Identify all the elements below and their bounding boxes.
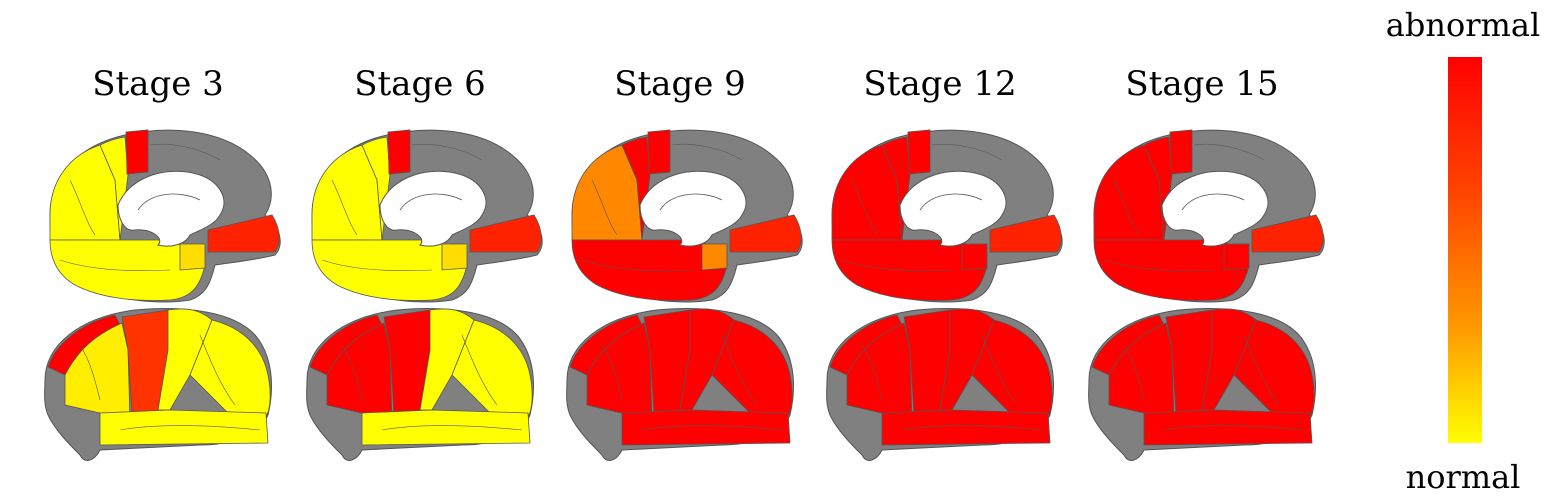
lateral-sulcus-3 xyxy=(901,425,1043,431)
medial-orbitofrontal-region xyxy=(1251,214,1324,253)
lateral-sulcus-2 xyxy=(1243,334,1280,406)
callosum-inner-line xyxy=(659,193,723,211)
medial-hippocampal-region xyxy=(701,243,728,271)
lateral-sulcus-3 xyxy=(641,425,783,431)
corpus-callosum xyxy=(1161,170,1269,247)
medial-orbitofrontal-region xyxy=(207,214,280,253)
lateral-sulcus-2 xyxy=(981,334,1018,406)
lateral-brain-view xyxy=(566,308,794,461)
medial-sulcus-3 xyxy=(581,259,693,271)
stage-title: Stage 3 xyxy=(92,64,224,104)
corpus-callosum xyxy=(379,170,487,247)
lateral-sulcus-1 xyxy=(341,344,363,401)
medial-paracentral-region xyxy=(647,129,671,175)
medial-hippocampal-region xyxy=(961,243,988,271)
medial-sulcus-3 xyxy=(59,259,171,271)
medial-paracentral-region xyxy=(125,129,149,175)
lateral-sulcus-1 xyxy=(861,344,883,401)
corpus-callosum xyxy=(639,170,747,247)
medial-hippocampal-region xyxy=(441,243,468,271)
medial-sulcus-2 xyxy=(411,144,483,161)
lateral-prefrontal-region xyxy=(1108,322,1175,421)
lateral-prefrontal-region xyxy=(586,322,653,421)
medial-hippocampal-region xyxy=(1223,243,1250,271)
lateral-sulcus-3 xyxy=(119,425,261,431)
lateral-brain-view xyxy=(826,308,1054,461)
medial-orbitofrontal-region xyxy=(469,214,542,253)
medial-sulcus-1 xyxy=(851,179,878,236)
medial-brain-view xyxy=(49,129,281,303)
stage-brains xyxy=(566,129,803,461)
stage-brains xyxy=(306,129,543,461)
lateral-brain-view xyxy=(44,308,272,461)
medial-sulcus-2 xyxy=(1193,144,1265,161)
medial-sulcus-1 xyxy=(331,179,358,236)
colorbar xyxy=(1448,57,1482,443)
lateral-prefrontal-region xyxy=(326,322,393,421)
lateral-temporal-region xyxy=(621,409,791,446)
medial-brain-view xyxy=(831,129,1063,303)
medial-sulcus-3 xyxy=(1103,259,1215,271)
stage-brains xyxy=(44,129,281,461)
lateral-prefrontal-region xyxy=(846,322,913,421)
lateral-brain-view xyxy=(306,308,534,461)
medial-orbitofrontal-region xyxy=(729,214,802,253)
lateral-sulcus-2 xyxy=(199,334,236,406)
stage-title: Stage 12 xyxy=(863,64,1017,104)
callosum-inner-line xyxy=(1181,193,1245,211)
callosum-inner-line xyxy=(919,193,983,211)
lateral-sulcus-3 xyxy=(381,425,523,431)
medial-sulcus-3 xyxy=(841,259,953,271)
lateral-sulcus-3 xyxy=(1163,425,1305,431)
lateral-prefrontal-region xyxy=(64,322,131,421)
medial-brain-view xyxy=(571,129,803,303)
lateral-temporal-region xyxy=(99,409,269,446)
colorbar-bottom-label: normal xyxy=(1405,458,1521,496)
lateral-sulcus-2 xyxy=(461,334,498,406)
stage-title: Stage 9 xyxy=(614,64,746,104)
medial-paracentral-region xyxy=(1169,129,1193,175)
medial-sulcus-1 xyxy=(1113,179,1140,236)
lateral-brain-view xyxy=(1088,308,1316,461)
medial-orbitofrontal-region xyxy=(989,214,1062,253)
corpus-callosum xyxy=(899,170,1007,247)
medial-sulcus-2 xyxy=(149,144,221,161)
medial-brain-view xyxy=(311,129,543,303)
callosum-inner-line xyxy=(399,193,463,211)
lateral-sulcus-1 xyxy=(1123,344,1145,401)
medial-sulcus-3 xyxy=(321,259,433,271)
colorbar-top-label: abnormal xyxy=(1385,6,1541,44)
lateral-temporal-region xyxy=(1143,409,1313,446)
lateral-temporal-region xyxy=(881,409,1051,446)
medial-sulcus-1 xyxy=(591,179,618,236)
medial-sulcus-2 xyxy=(931,144,1003,161)
medial-brain-view xyxy=(1093,129,1325,303)
stage-title: Stage 15 xyxy=(1125,64,1279,104)
callosum-inner-line xyxy=(137,193,201,211)
stage-title: Stage 6 xyxy=(354,64,486,104)
corpus-callosum xyxy=(117,170,225,247)
stage-brains xyxy=(826,129,1063,461)
stage-brains xyxy=(1088,129,1325,461)
medial-paracentral-region xyxy=(387,129,411,175)
medial-sulcus-1 xyxy=(69,179,96,236)
medial-paracentral-region xyxy=(907,129,931,175)
lateral-sulcus-1 xyxy=(601,344,623,401)
medial-hippocampal-region xyxy=(179,243,206,271)
medial-sulcus-2 xyxy=(671,144,743,161)
lateral-temporal-region xyxy=(361,409,531,446)
lateral-sulcus-1 xyxy=(79,344,101,401)
lateral-sulcus-2 xyxy=(721,334,758,406)
